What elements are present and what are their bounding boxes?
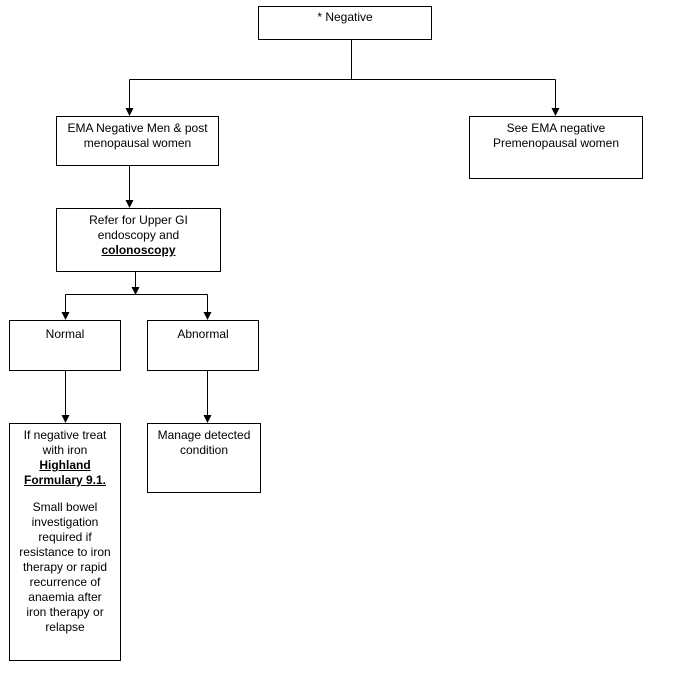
iron-note-line: relapse (45, 620, 85, 634)
iron-line-1: If negative treat (23, 428, 107, 442)
iron-note-line: Small bowel (32, 500, 98, 514)
negative-label: * Negative (317, 10, 373, 24)
abnormal-label: Abnormal (177, 327, 229, 341)
ema-premenopausal-line-2: Premenopausal women (492, 136, 620, 150)
iron-note-line: iron therapy or (26, 605, 104, 619)
ema-men-line-1: EMA Negative Men & post (67, 121, 208, 135)
abnormal-box: Abnormal (147, 320, 259, 371)
refer-line-2: endoscopy and (97, 228, 180, 242)
iron-treatment-box: If negative treat with iron Highland For… (9, 423, 121, 661)
ema-men-line-2: menopausal women (83, 136, 192, 150)
ema-negative-premenopausal-box: See EMA negative Premenopausal women (469, 116, 643, 179)
normal-label: Normal (45, 327, 85, 341)
iron-note-line: therapy or rapid (22, 560, 108, 574)
iron-note-line: anaemia after (28, 590, 102, 604)
ema-premenopausal-line-1: See EMA negative (506, 121, 606, 135)
highland-formulary-link-line-2[interactable]: Formulary 9.1. (23, 473, 107, 487)
iron-note-line: recurrence of (29, 575, 101, 589)
iron-note-line: investigation (31, 515, 99, 529)
ema-negative-men-box: EMA Negative Men & post menopausal women (56, 116, 219, 166)
manage-condition-box: Manage detected condition (147, 423, 261, 493)
iron-note-line: resistance to iron (19, 545, 111, 559)
negative-box: * Negative (258, 6, 432, 40)
refer-line-1: Refer for Upper GI (89, 213, 188, 227)
colonoscopy-link[interactable]: colonoscopy (101, 243, 176, 257)
manage-line-2: condition (179, 443, 229, 457)
manage-line-1: Manage detected (157, 428, 251, 442)
normal-box: Normal (9, 320, 121, 371)
highland-formulary-link-line-1[interactable]: Highland (39, 458, 91, 472)
iron-line-2: with iron (42, 443, 88, 457)
refer-endoscopy-box: Refer for Upper GI endoscopy and colonos… (56, 208, 221, 272)
iron-note-line: required if (38, 530, 92, 544)
